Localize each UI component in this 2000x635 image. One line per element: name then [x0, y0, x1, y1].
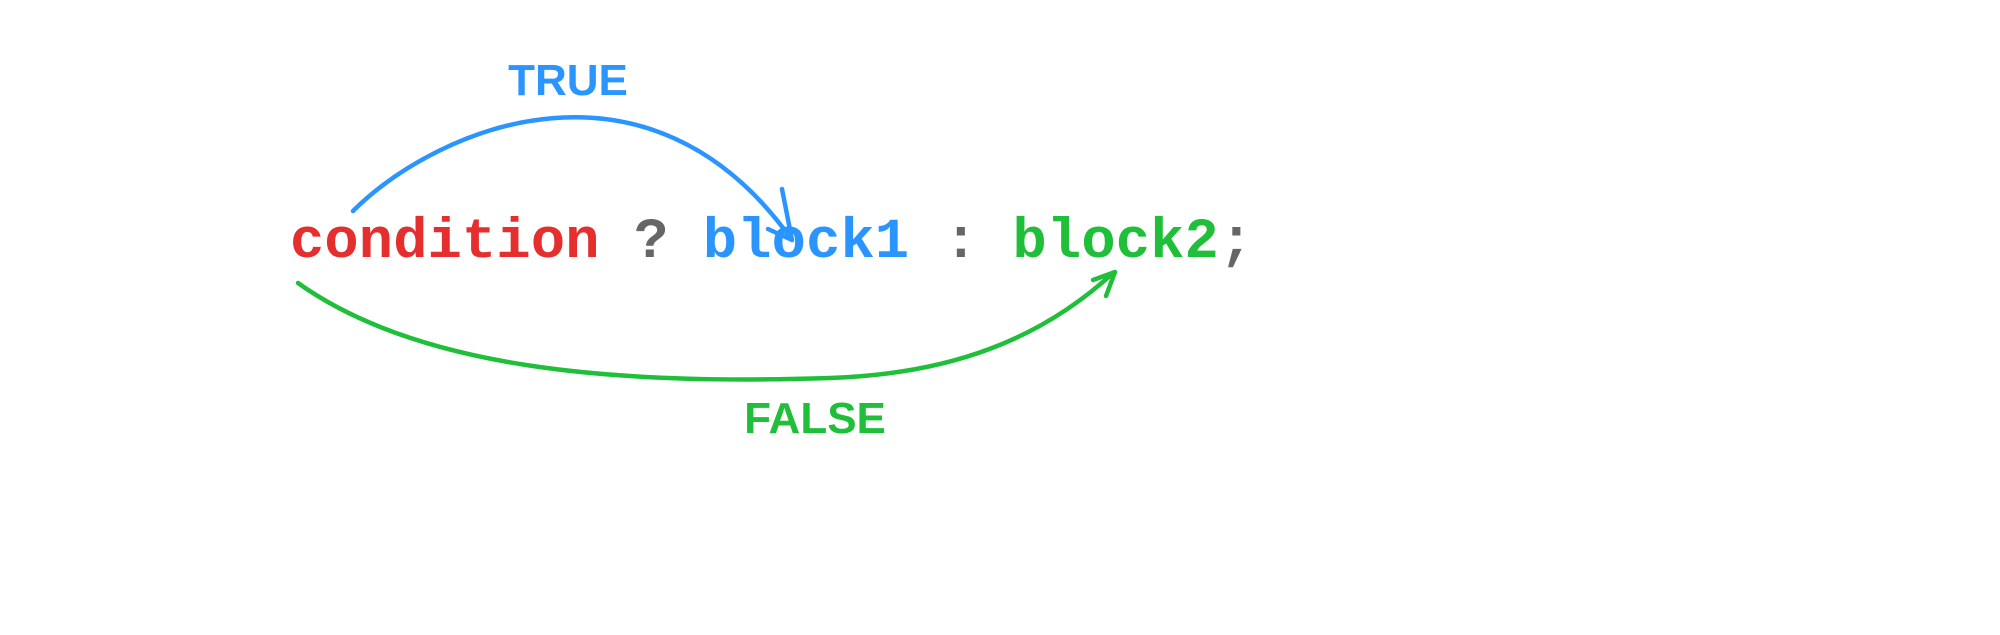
true-arrow — [350, 115, 795, 243]
true-label: TRUE — [508, 56, 628, 105]
condition-token: condition — [290, 211, 600, 275]
block2-token: block2 — [1012, 211, 1219, 275]
semicolon-token: ; — [1218, 211, 1254, 275]
false-label: FALSE — [744, 394, 886, 443]
colon-token: : — [943, 211, 979, 275]
block1-token: block1 — [702, 211, 910, 275]
ternary-expression: condition ? block1 : block2; — [290, 208, 1253, 278]
question-token: ? — [634, 211, 669, 275]
false-arrow — [295, 269, 1118, 382]
